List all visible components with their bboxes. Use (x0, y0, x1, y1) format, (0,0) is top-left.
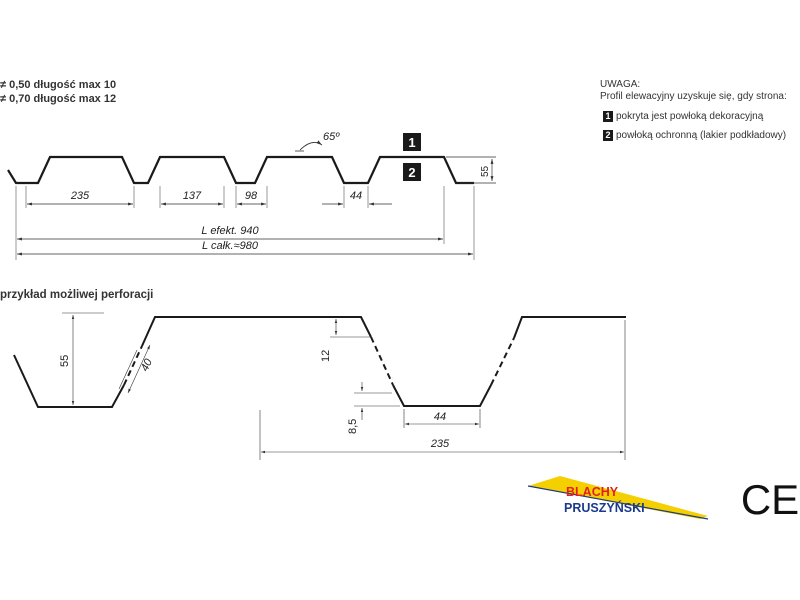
perf-dim-40-label: 40 (139, 356, 155, 373)
logo-line1: BLACHY (566, 485, 619, 499)
l-calk-label: L całk.≈980 (202, 240, 259, 252)
trapezoid-profile (7, 155, 474, 185)
angle-annotation (295, 140, 323, 152)
perf-dim-235-label: 235 (430, 438, 450, 450)
side-1-badge: 1 (603, 111, 613, 122)
perforation-title: przykład możliwej perforacji (0, 289, 154, 301)
thickness-spec-050: ≠ 0,50 długość max 10 (0, 79, 117, 91)
angle-label: 65º (323, 131, 340, 143)
dim-98-label: 98 (245, 190, 258, 202)
perf-dim-55-label: 55 (59, 355, 71, 367)
note-body: Profil elewacyjny uzyskuje się, gdy stro… (600, 91, 787, 102)
side-1-box (403, 133, 421, 151)
company-logo: BLACHY PRUSZYŃSKI (527, 476, 709, 520)
perforation-profile (13, 316, 626, 408)
height-55-label: 55 (480, 165, 491, 177)
perforation-dimensions (62, 312, 626, 460)
thickness-spec-070: ≠ 0,70 długość max 12 (0, 93, 117, 105)
side-markers: 1 2 (403, 133, 421, 181)
perf-dim-8-5-label: 8,5 (347, 419, 359, 434)
logo-blue-line (527, 485, 709, 520)
l-efekt-label: L efekt. 940 (201, 225, 259, 237)
dim-235-label: 235 (70, 190, 90, 202)
height-dimension (446, 156, 496, 184)
perf-dim-12-label: 12 (320, 350, 332, 362)
note-title: UWAGA: (600, 79, 641, 90)
perf-dim-44-label: 44 (434, 411, 446, 423)
logo-line2: PRUSZYŃSKI (564, 500, 645, 515)
note-item-1-text: pokryta jest powłoką dekoracyjną (616, 111, 764, 122)
note-item-2-text: powłoką ochronną (lakier podkładowy) (616, 130, 787, 141)
side-1-label: 1 (408, 135, 415, 150)
profile-line (7, 155, 474, 185)
ce-mark: CE (741, 476, 799, 523)
dim-137-label: 137 (183, 190, 202, 202)
extension-lines (15, 186, 475, 260)
logo-yellow-stripe (528, 476, 708, 519)
dimension-lines (17, 202, 473, 256)
side-2-box (403, 163, 421, 181)
side-2-label: 2 (408, 165, 415, 180)
dim-44-label: 44 (350, 190, 362, 202)
side-2-badge: 2 (603, 130, 613, 141)
